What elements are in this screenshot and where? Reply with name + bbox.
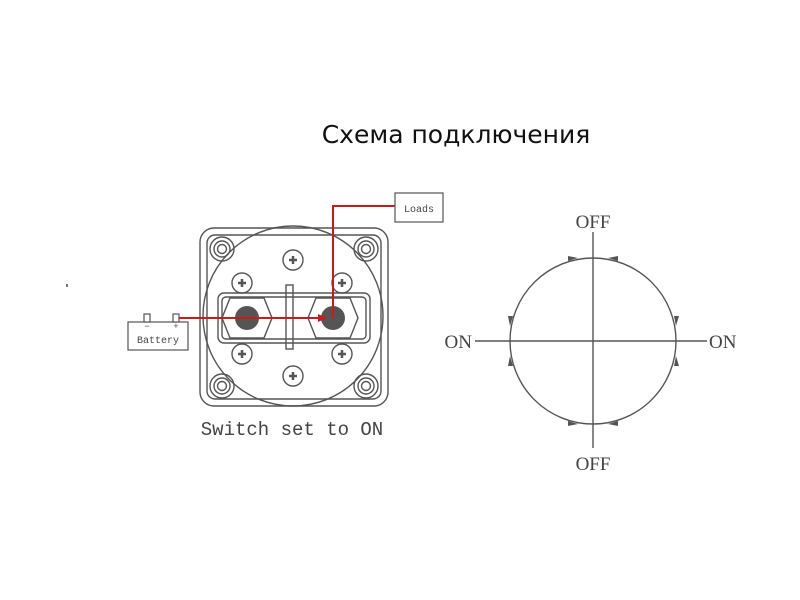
corner-bolt [353,373,379,399]
arrow-icon [608,256,618,261]
battery [127,313,189,351]
dial-label-left: ON [445,332,473,353]
battery-plus-sign: + [173,322,178,332]
arrow-icon [568,256,578,261]
arrow-icon [674,356,679,366]
battery-box [127,321,189,351]
dial-arrows [508,256,679,426]
arrow-icon [508,316,513,326]
screw-icon [231,343,253,365]
battery-positive-post [172,313,180,323]
wire-terminal-to-loads [332,205,395,318]
loads-label: Loads [404,204,434,216]
arrow-icon [608,421,618,426]
stray-dot [66,284,68,287]
wire-arrow-icon [318,314,327,322]
dial-label-right: ON [709,332,737,353]
corner-bolt [353,236,379,262]
arrow-icon [674,316,679,326]
battery-minus-sign: − [144,322,149,332]
screw-icon [331,343,353,365]
switch-face-circle [202,225,384,407]
wire-path [179,205,395,319]
corner-bolt [209,236,235,262]
battery-label: Battery [137,336,179,347]
screw-icon [282,365,304,387]
screw-icon [282,249,304,271]
screw-icon [231,272,253,294]
arrow-icon [568,421,578,426]
dial-label-top: OFF [576,212,611,233]
arrow-icon [508,356,513,366]
switch-caption: Switch set to ON [201,419,383,441]
dial-label-bottom: OFF [576,454,611,475]
loads-box [394,192,444,223]
corner-bolt [209,373,235,399]
position-dial [475,232,707,448]
screw-icon [331,272,353,294]
battery-negative-post [143,313,151,323]
page-title: Схема подключения [321,120,591,149]
